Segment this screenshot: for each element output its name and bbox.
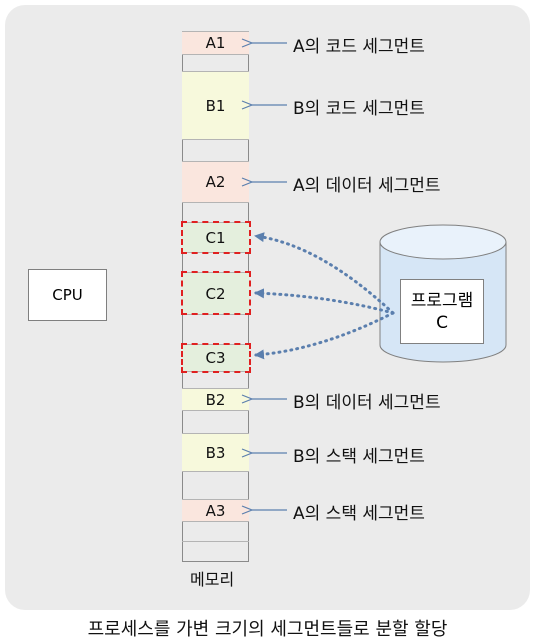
- segment-label: C3: [205, 349, 226, 367]
- segment-b3: B3: [182, 433, 249, 471]
- c1-highlight-box: [181, 221, 251, 254]
- c3-highlight-box: [181, 343, 251, 373]
- cpu-label: CPU: [52, 286, 83, 304]
- memory-free-slot: [182, 521, 249, 541]
- segment-label: C1: [205, 228, 226, 247]
- label-a2: A의 데이터 세그먼트: [293, 176, 441, 196]
- segment-label: C2: [205, 284, 226, 303]
- program-name: C: [436, 312, 448, 333]
- segment-label: B1: [205, 96, 226, 115]
- segment-c3: C3: [182, 344, 249, 371]
- memory-free-slot: [182, 410, 249, 433]
- dotted-arrow-c1: [254, 232, 395, 315]
- memory-label: 메모리: [190, 570, 235, 589]
- segment-a2: A2: [182, 161, 249, 202]
- memory-free-slot: [182, 202, 249, 222]
- segment-b2: B2: [182, 388, 249, 410]
- program-label: 프로그램: [410, 290, 474, 311]
- program-c-box: 프로그램 C: [400, 279, 484, 344]
- segment-label: A1: [205, 34, 226, 52]
- segment-label: B2: [205, 390, 226, 409]
- segment-b1: B1: [182, 71, 249, 139]
- segment-label: A3: [205, 501, 226, 520]
- cpu-box: CPU: [28, 269, 107, 321]
- dotted-arrow-c3: [254, 311, 395, 360]
- label-b3: B의 스택 세그먼트: [293, 447, 425, 467]
- segment-a3: A3: [182, 499, 249, 521]
- memory-free-slot: [182, 471, 249, 499]
- segment-label: B3: [205, 443, 226, 462]
- label-b2: B의 데이터 세그먼트: [293, 393, 441, 413]
- segment-a1: A1: [182, 31, 249, 54]
- memory-free-slot: [182, 139, 249, 161]
- label-a3: A의 스택 세그먼트: [293, 504, 425, 524]
- dotted-arrow-c2: [254, 288, 395, 315]
- figure-caption: 프로세스를 가변 크기의 세그먼트들로 분할 할당: [87, 619, 448, 640]
- label-b1: B의 코드 세그먼트: [293, 99, 425, 119]
- memory-free-slot: [182, 54, 249, 71]
- c2-highlight-box: [181, 271, 251, 315]
- label-a1: A의 코드 세그먼트: [293, 37, 425, 57]
- segment-label: A2: [205, 173, 226, 191]
- memory-free-slot: [182, 541, 249, 562]
- segment-c1: C1: [182, 222, 249, 252]
